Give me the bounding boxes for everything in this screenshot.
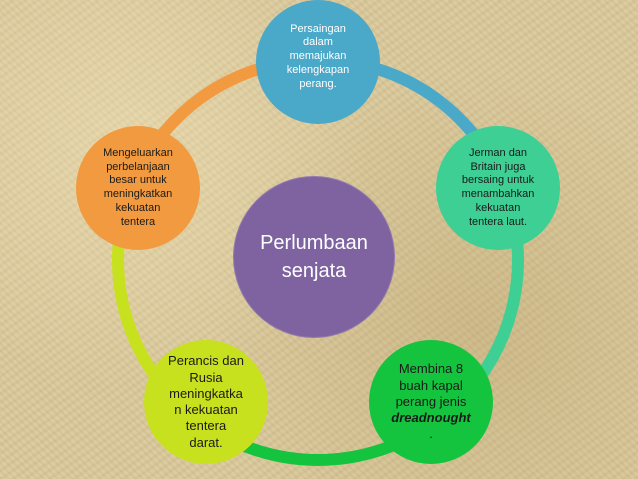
node-left-text: Mengeluarkan perbelanjaan besar untuk me… xyxy=(103,146,173,228)
node-bottom-left: Perancis dan Rusia meningkatka n kekuata… xyxy=(144,340,268,464)
node-bottom-right: Membina 8 buah kapal perang jenis dreadn… xyxy=(369,340,493,464)
node-bottom-left-text: Perancis dan Rusia meningkatka n kekuata… xyxy=(168,353,244,450)
node-right-text: Jerman dan Britain juga bersaing untuk m… xyxy=(461,146,535,228)
center-node: Perlumbaan senjata xyxy=(233,176,395,338)
center-label-line2: senjata xyxy=(281,260,347,282)
node-top: Persaingan dalam memajukan kelengkapan p… xyxy=(256,0,380,124)
node-bottom-right-tail: . xyxy=(429,426,433,442)
node-bottom-right-emphasis: dreadnought xyxy=(391,410,471,426)
node-bottom-right-text: Membina 8 buah kapal perang jenis xyxy=(395,361,467,409)
center-label-line1: Perlumbaan xyxy=(260,232,368,254)
node-left: Mengeluarkan perbelanjaan besar untuk me… xyxy=(76,126,200,250)
node-top-text: Persaingan dalam memajukan kelengkapan p… xyxy=(286,22,350,90)
node-right: Jerman dan Britain juga bersaing untuk m… xyxy=(436,126,560,250)
